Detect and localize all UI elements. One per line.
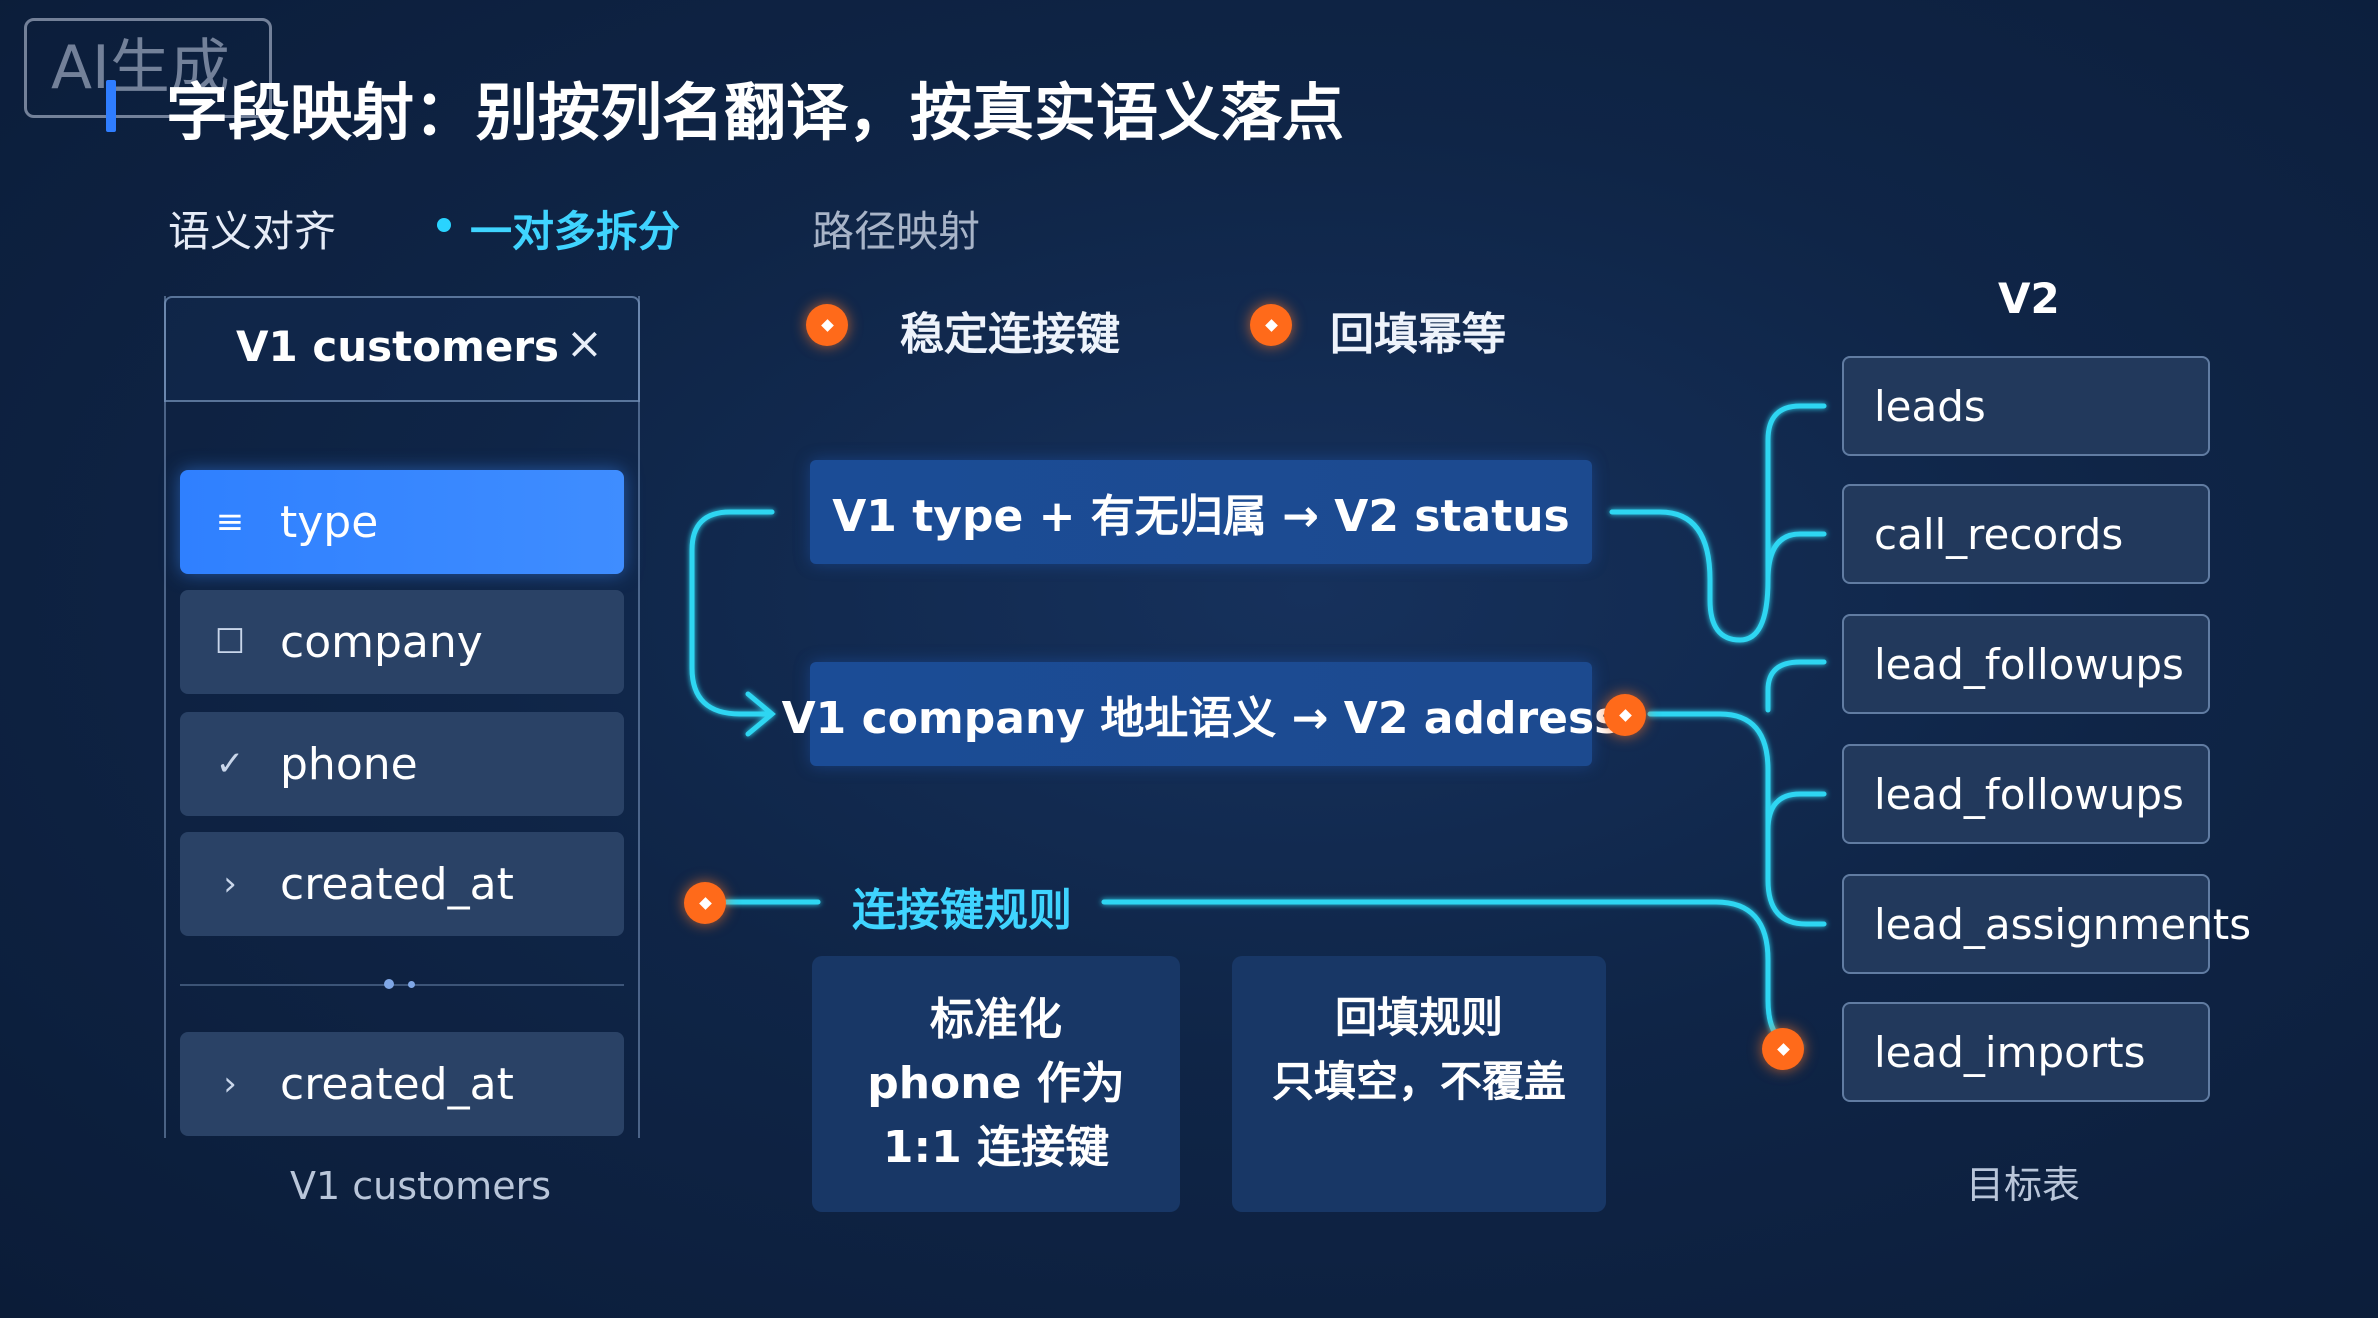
branch-followups-line xyxy=(1765,659,1827,713)
divider-dot xyxy=(384,979,394,989)
field-row-phone[interactable]: ✓ phone xyxy=(180,712,624,816)
title-accent-bar xyxy=(106,80,116,132)
rule-line: phone 作为 xyxy=(867,1058,1125,1109)
tab-one-to-many[interactable]: 一对多拆分 xyxy=(470,207,681,256)
target-table-call-records[interactable]: call_records xyxy=(1842,484,2210,584)
idempotent-marker-icon xyxy=(1250,304,1292,346)
source-panel xyxy=(164,296,640,1138)
field-label: company xyxy=(280,616,483,668)
address-key-marker-icon xyxy=(1604,694,1646,736)
check-icon: ✓ xyxy=(215,744,245,784)
field-row-created-at[interactable]: › created_at xyxy=(180,832,624,936)
mapping-company-to-address[interactable]: V1 company 地址语义 → V2 address xyxy=(782,662,1620,766)
checkbox-icon[interactable]: ☐ xyxy=(214,622,246,662)
close-icon[interactable]: × xyxy=(566,318,603,369)
field-row-company[interactable]: ☐ company xyxy=(180,590,624,694)
left-bracket-arrowhead xyxy=(745,691,776,737)
active-tab-indicator xyxy=(437,218,451,232)
field-label: created_at xyxy=(280,1058,514,1110)
rule-marker-icon xyxy=(684,882,726,924)
rule-line: 1:1 连接键 xyxy=(882,1122,1110,1173)
target-caption: 目标表 xyxy=(1966,1163,2081,1207)
source-panel-caption: V1 customers xyxy=(290,1164,551,1208)
tab-semantic-alignment[interactable]: 语义对齐 xyxy=(168,207,337,256)
target-table-lead-imports[interactable]: lead_imports xyxy=(1842,1002,2210,1102)
branch-call-records-line xyxy=(1765,531,1827,583)
field-row-type[interactable]: ≡ type xyxy=(180,470,624,574)
stable-key-marker-icon xyxy=(806,304,848,346)
target-table-lead-assignments[interactable]: lead_assignments xyxy=(1842,874,2251,974)
target-table-leads[interactable]: leads xyxy=(1842,356,2210,456)
legend-stable-key: 稳定连接键 xyxy=(900,309,1120,360)
rule-box-backfill: 回填规则 只填空，不覆盖 xyxy=(1232,956,1606,1212)
legend-idempotent-backfill: 回填幂等 xyxy=(1330,309,1506,360)
rule-line: 只填空，不覆盖 xyxy=(1271,1057,1566,1106)
divider-dot xyxy=(408,981,415,988)
rule-box-normalize: 标准化 phone 作为 1:1 连接键 xyxy=(812,956,1180,1212)
left-bracket-line xyxy=(689,509,775,717)
chevron-right-icon[interactable]: › xyxy=(223,1064,237,1104)
mapping-type-to-status[interactable]: V1 type + 有无归属 → V2 status xyxy=(810,460,1592,564)
panel-divider xyxy=(180,984,624,986)
target-table-lead-followups[interactable]: lead_followups xyxy=(1842,614,2210,714)
page-title: 字段映射：别按列名翻译，按真实语义落点 xyxy=(166,76,1345,149)
status-to-targets-line xyxy=(1609,403,1827,643)
address-to-targets-line xyxy=(1647,711,1827,927)
branch-followups-2-line xyxy=(1765,791,1827,833)
source-panel-title: V1 customers xyxy=(236,322,560,371)
tab-path-mapping[interactable]: 路径映射 xyxy=(812,207,981,256)
field-label: phone xyxy=(280,738,418,790)
source-panel-header xyxy=(164,296,640,402)
field-label: type xyxy=(280,496,379,548)
drag-handle-icon: ≡ xyxy=(215,502,245,542)
target-table-lead-followups-2[interactable]: lead_followups xyxy=(1842,744,2210,844)
rule-line: 标准化 xyxy=(930,994,1062,1045)
rule-line: 回填规则 xyxy=(1334,993,1503,1042)
field-label: created_at xyxy=(280,858,514,910)
chevron-right-icon[interactable]: › xyxy=(223,864,237,904)
rule-title: 连接键规则 xyxy=(852,885,1072,936)
target-title: V2 xyxy=(1998,274,2060,323)
field-row-created-at-2[interactable]: › created_at xyxy=(180,1032,624,1136)
ai-generated-watermark: AI生成 xyxy=(24,18,272,118)
imports-key-marker-icon xyxy=(1762,1028,1804,1070)
